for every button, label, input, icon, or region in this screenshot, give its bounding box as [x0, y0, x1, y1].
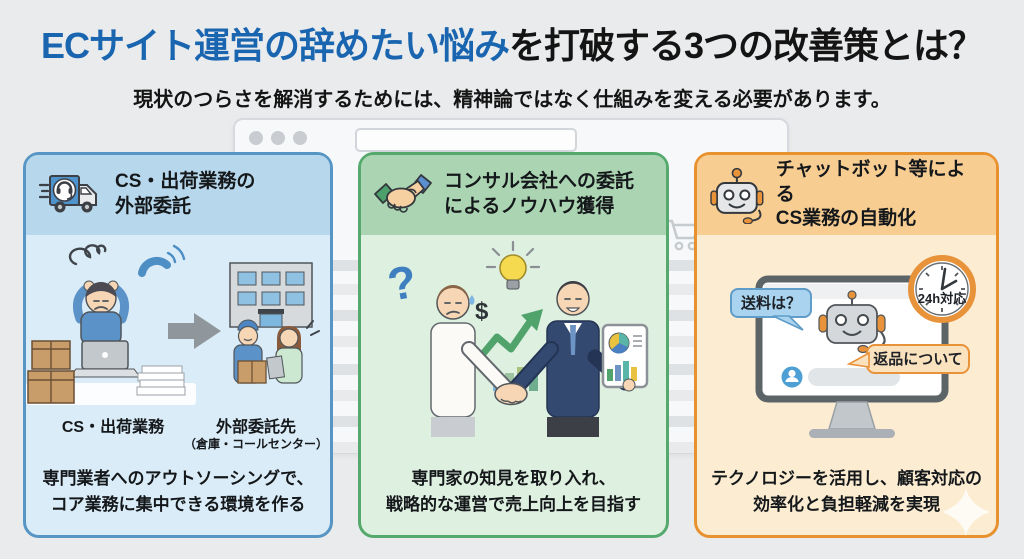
- card-consulting-title-line2: によるノウハウ獲得: [444, 196, 615, 217]
- chatbot-robot-icon: [710, 167, 764, 224]
- card-consulting: コンサル会社への委託 によるノウハウ獲得 ? $: [358, 152, 669, 538]
- card-consulting-description: 専門家の知見を取り入れ、 戦略的な運営で売上向上を目指す: [361, 466, 666, 518]
- card-chatbot-description: テクノロジーを活用し、顧客対応の 効率化と負担軽減を実現: [697, 466, 996, 518]
- page-title: ECサイト運営の辞めたい悩みを打破する3つの改善策とは？: [0, 17, 1024, 69]
- consulting-illustration: ? $: [384, 240, 649, 437]
- browser-dot-icon: [249, 131, 263, 145]
- card-outsourcing: CS・出荷業務の 外部委託: [23, 152, 333, 538]
- card-outsourcing-desc-line1: 専門業者へのアウトソーシングで、: [42, 469, 314, 488]
- label-cs-shipping: CS・出荷業務: [61, 419, 165, 436]
- card-outsourcing-description: 専門業者へのアウトソーシングで、 コア業務に集中できる環境を作る: [26, 466, 330, 518]
- chat-bubble-shipping-text: 送料は？: [740, 294, 801, 312]
- card-consulting-desc-line1: 専門家の知見を取り入れ、: [411, 469, 616, 488]
- outsourcing-illustration: [26, 244, 320, 405]
- delivery-truck-headset-icon: [39, 175, 97, 213]
- card-outsourcing-title-line2: 外部委託: [115, 196, 192, 217]
- card-outsourcing-title: CS・出荷業務の 外部委託: [115, 170, 255, 219]
- card-chatbot-title-line2: CS業務の自動化: [775, 208, 917, 230]
- label-outsourcee-sub: （倉庫・コールセンター）: [183, 437, 328, 451]
- page-title-rest: を打破する3つの改善策とは？: [508, 25, 984, 66]
- card-consulting-title: コンサル会社への委託 によるノウハウ獲得: [444, 170, 634, 219]
- card-outsourcing-header: CS・出荷業務の 外部委託: [26, 155, 330, 235]
- card-chatbot-title: チャットボット等による CS業務の自動化: [776, 158, 983, 232]
- handshake-icon: [374, 174, 432, 213]
- browser-dot-icon: [271, 131, 285, 145]
- page-title-highlight: ECサイト運営の辞めたい悩み: [40, 25, 510, 66]
- card-chatbot: チャットボット等による CS業務の自動化 送料は？ 返品について: [694, 152, 999, 538]
- dollar-sign: $: [475, 298, 489, 325]
- question-mark: ?: [384, 255, 421, 311]
- card-consulting-title-line1: コンサル会社への委託: [444, 171, 635, 193]
- card-chatbot-desc-line1: テクノロジーを活用し、顧客対応の: [711, 469, 982, 488]
- chat-bubble-returns-text: 返品について: [873, 350, 963, 368]
- label-outsourcee: 外部委託先: [215, 419, 296, 436]
- browser-dot-icon: [293, 131, 307, 145]
- card-consulting-desc-line2: 戦略的な運営で売上向上を目指す: [386, 494, 641, 514]
- clock-badge-text: 24h対応: [918, 291, 966, 306]
- card-chatbot-header: チャットボット等による CS業務の自動化: [697, 155, 996, 235]
- page-subtitle: 現状のつらさを解消するためには、精神論ではなく仕組みを変える必要があります。: [133, 89, 891, 111]
- card-consulting-header: コンサル会社への委託 によるノウハウ獲得: [361, 155, 666, 235]
- browser-urlbar: [355, 128, 577, 152]
- card-chatbot-desc-line2: 効率化と負担軽減を実現: [753, 494, 940, 514]
- card-outsourcing-title-line1: CS・出荷業務の: [115, 171, 256, 193]
- card-outsourcing-desc-line2: コア業務に集中できる環境を作る: [50, 494, 306, 514]
- sparkle-icon: [942, 488, 990, 536]
- chatbot-illustration: 送料は？ 返品について 24h対応: [730, 255, 976, 438]
- card-chatbot-title-line1: チャットボット等による: [775, 158, 966, 205]
